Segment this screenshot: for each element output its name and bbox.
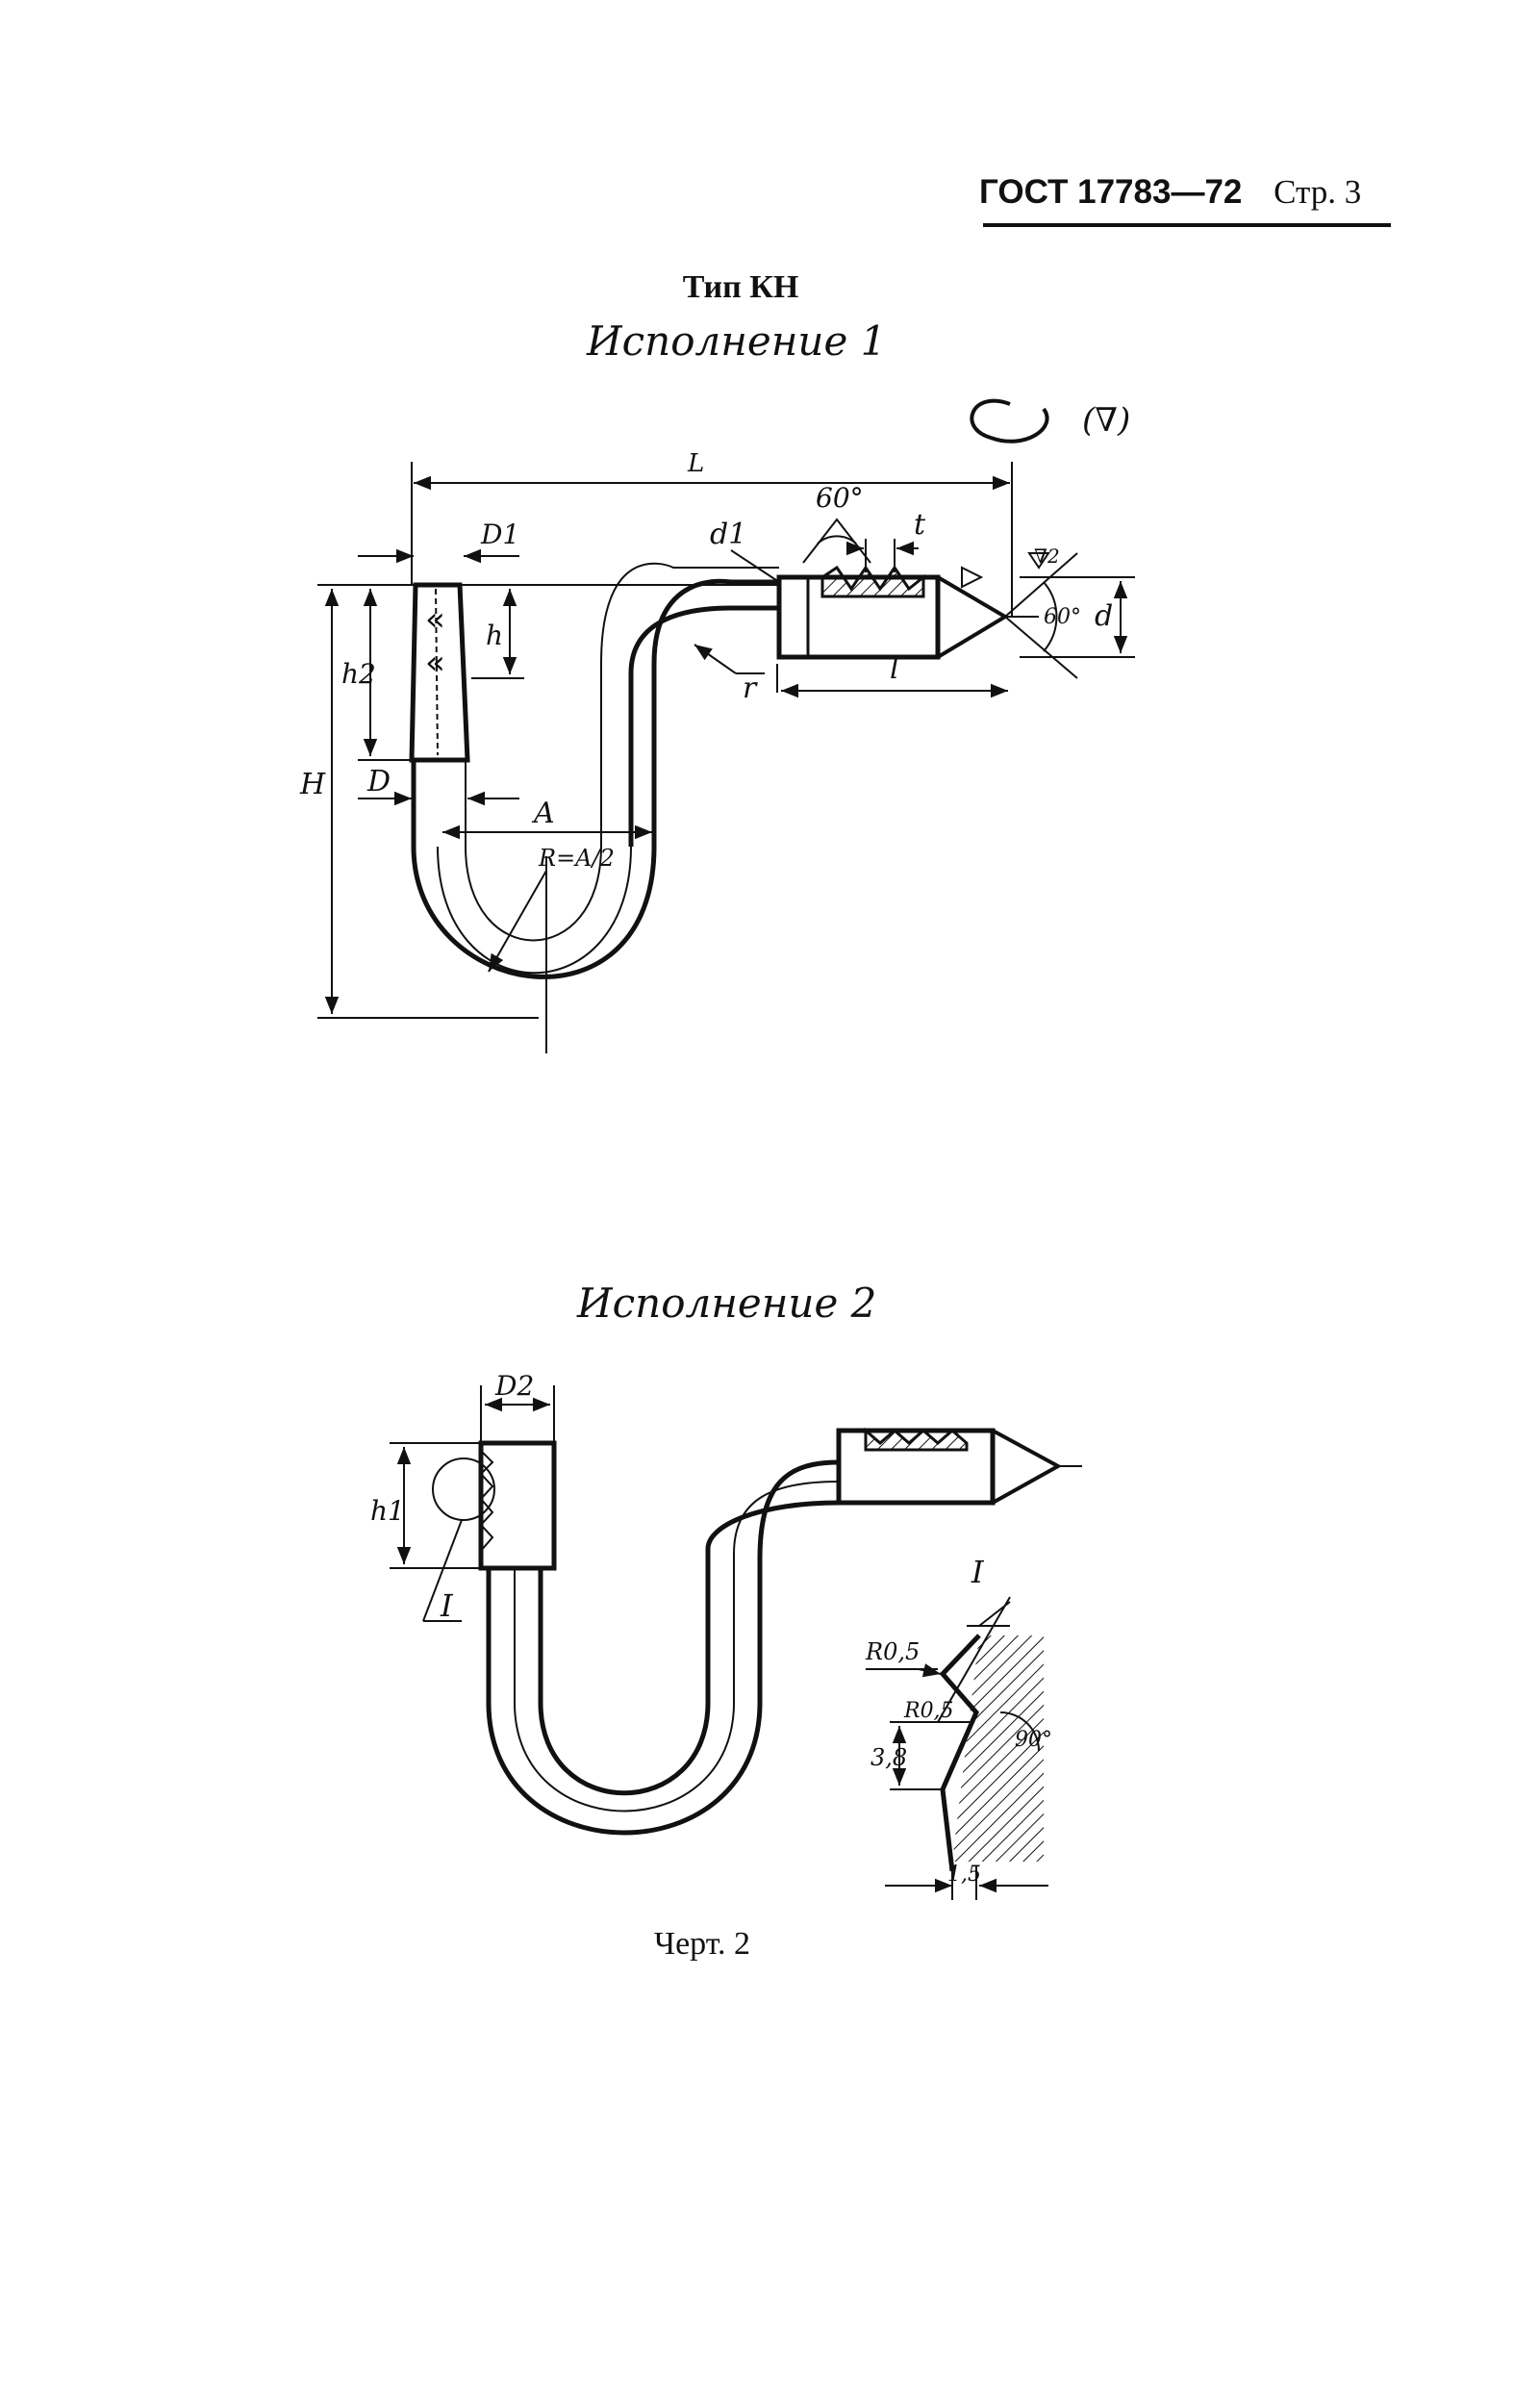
variant2-drawing (390, 1385, 1082, 1900)
chevron-marks: « (425, 644, 445, 682)
dim-h: h (486, 620, 503, 651)
variant1-drawing: « « (317, 398, 1135, 1053)
svg-text:«: « (425, 600, 445, 639)
dim-r: r (743, 672, 758, 705)
pipe-outer (411, 578, 779, 979)
dim-R: R=A/2 (538, 845, 615, 872)
detail-r-inner: R0,5 (903, 1699, 954, 1723)
dim-H: H (299, 768, 326, 801)
dim-h2: h2 (341, 658, 376, 690)
pipe-outer (486, 1459, 840, 1836)
dim-l: l (890, 652, 899, 686)
detail-I (866, 1596, 1048, 1900)
figure-caption: Черт. 2 (653, 1926, 751, 1962)
variant1-title: Исполнение 1 (587, 317, 887, 365)
nipple-body (836, 1428, 996, 1506)
dim-A: A (531, 797, 555, 830)
dim-cone-angle: 60° (1044, 605, 1081, 629)
dim-d: d (1095, 599, 1113, 633)
dim-L: L (687, 449, 704, 478)
variant2-title: Исполнение 2 (577, 1280, 877, 1327)
page-number: Стр. 3 (1274, 173, 1362, 211)
header-rule (983, 223, 1391, 227)
detail-flat: 1,5 (947, 1863, 981, 1887)
detail-title: I (971, 1554, 985, 1590)
standard-number: ГОСТ 17783—72 (979, 173, 1243, 211)
roughness-triangle-icon (961, 566, 984, 589)
dim-thread-angle: 60° (816, 482, 864, 514)
finish-wave-icon (970, 398, 1049, 444)
detail-r-outer: R0,5 (865, 1638, 920, 1665)
thread-section (864, 1427, 969, 1452)
dim-D: D (366, 765, 391, 798)
detail-angle: 90° (1015, 1728, 1052, 1752)
dim-D1: D1 (480, 519, 519, 550)
page-header: ГОСТ 17783—72 Стр. 3 (979, 173, 1393, 227)
nipple-cone (936, 575, 1009, 659)
detail-pitch: 3,8 (870, 1744, 907, 1771)
variant1-labels: (∇) L D1 h2 h H D A R=A/2 r d1 60° t l d… (299, 401, 1130, 872)
roughness-mark: (∇) (1082, 401, 1130, 440)
pipe-inner (465, 562, 779, 942)
detail-ref: I (440, 1587, 454, 1624)
pipe-inner (538, 1500, 840, 1796)
type-title: Тип КН (682, 269, 799, 305)
dim-h1: h1 (370, 1495, 405, 1527)
thread-section (820, 565, 925, 598)
dim-roughness: ∇2 (1034, 545, 1060, 568)
collar-body (478, 1440, 557, 1571)
dim-d1: d1 (710, 518, 746, 551)
variant2-labels: D2 h1 I I R0,5 R0,5 3,8 90° 1,5 (370, 1370, 1052, 1887)
detail-circle (432, 1457, 495, 1521)
dim-D2: D2 (494, 1370, 534, 1402)
collar-thread (479, 1450, 494, 1552)
dim-t: t (914, 508, 926, 542)
